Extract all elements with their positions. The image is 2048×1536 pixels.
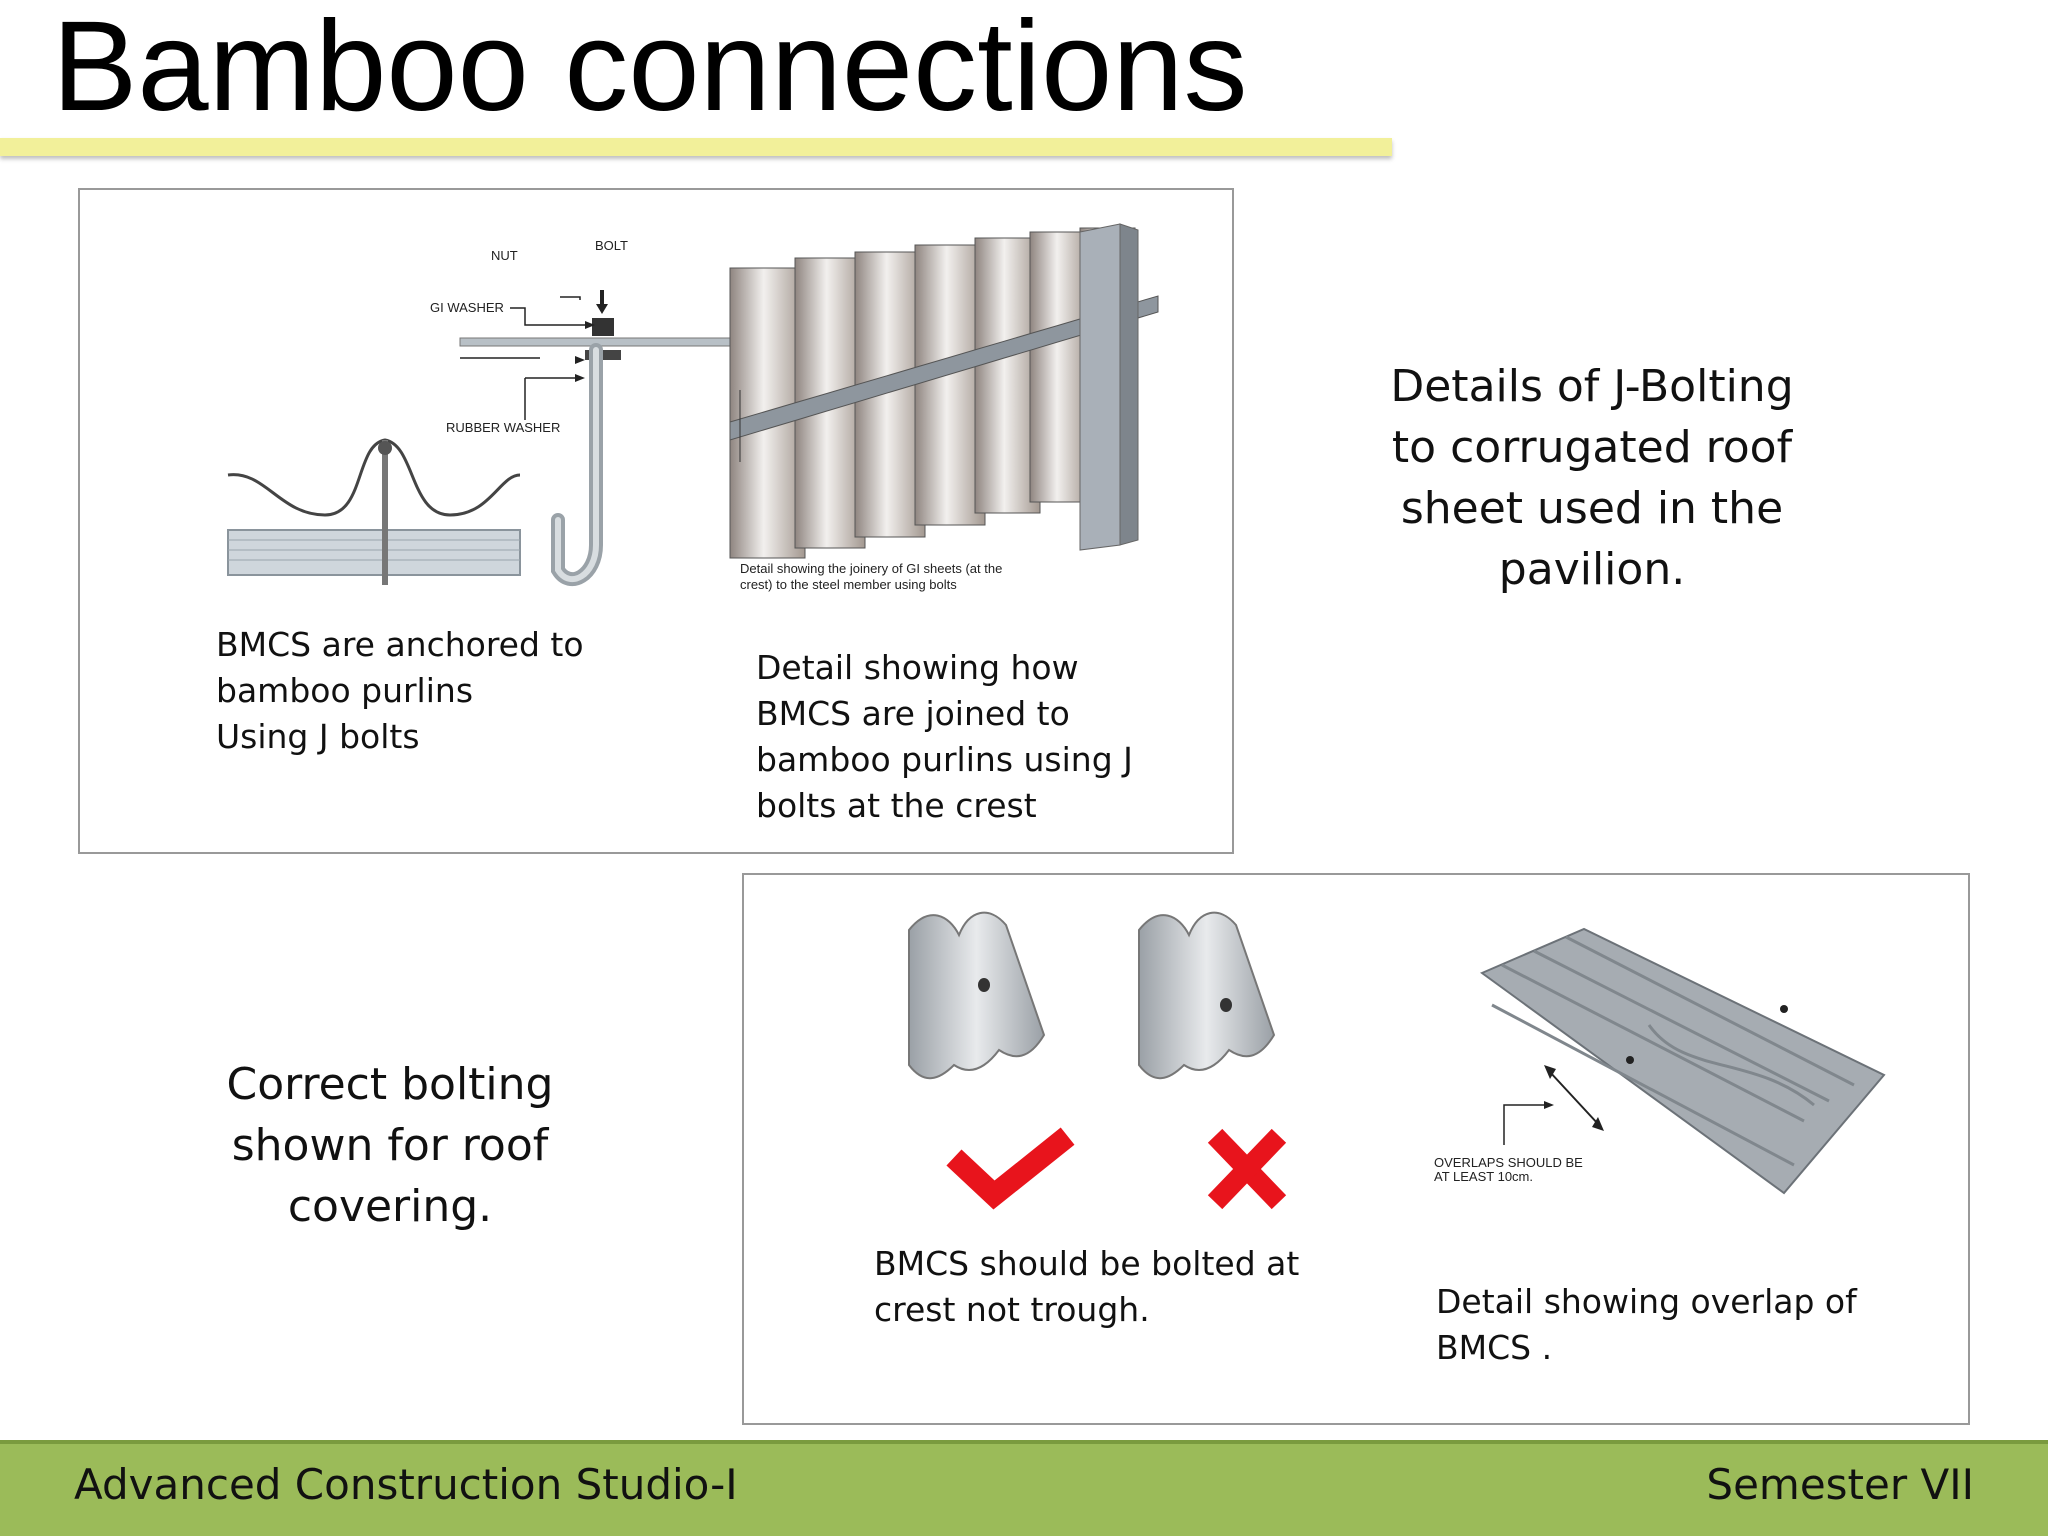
j-bolt-anchor-caption: BMCS are anchored to bamboo purlins Usin… (216, 622, 584, 760)
overlap-sheets-drawing (1479, 927, 1886, 1195)
title-underline (0, 138, 1392, 156)
caption-line: Detail showing overlap of (1436, 1282, 1857, 1321)
overlap-label-2: AT LEAST 10cm. (1434, 1169, 1533, 1184)
sheet-joinery-drawing (729, 223, 1159, 559)
j-bolting-note: Details of J-Bolting to corrugated roof … (1342, 356, 1842, 600)
j-bolt-drawing (459, 290, 771, 587)
note-line: pavilion. (1498, 544, 1686, 595)
note-line: to corrugated roof (1391, 422, 1793, 473)
caption-line: BMCS are anchored to (216, 625, 584, 664)
bolting-position-diagram: OVERLAPS SHOULD BE AT LEAST 10cm. (908, 911, 1886, 1210)
j-bolt-detail-panel: NUT BOLT GI WASHER RUBBER WASHER (78, 188, 1234, 854)
overlap-caption: Detail showing overlap of BMCS . (1436, 1279, 1857, 1371)
overlap-label-1: OVERLAPS SHOULD BE (1434, 1155, 1583, 1170)
caption-line: bamboo purlins using J (756, 740, 1133, 779)
j-bolt-crest-caption: Detail showing how BMCS are joined to ba… (756, 645, 1133, 829)
j-bolt-diagram: NUT BOLT GI WASHER RUBBER WASHER (227, 223, 1159, 592)
incorrect-cross-icon (1207, 1128, 1287, 1210)
rubber-washer-label: RUBBER WASHER (446, 420, 560, 435)
incorrect-bolt-sheet (1138, 911, 1276, 1080)
semester-label: Semester VII (1706, 1460, 1974, 1509)
caption-line: BMCS are joined to (756, 694, 1070, 733)
crest-bolting-caption: BMCS should be bolted at crest not troug… (874, 1241, 1299, 1333)
nut-label: NUT (491, 248, 518, 263)
note-line: sheet used in the (1400, 483, 1784, 534)
sheet-detail-label-2: crest) to the steel member using bolts (740, 577, 957, 592)
corrugated-section-drawing (227, 438, 521, 585)
note-line: Details of J-Bolting (1390, 361, 1794, 412)
caption-line: bamboo purlins (216, 671, 474, 710)
bolt-label: BOLT (595, 238, 628, 253)
note-line: Correct bolting (226, 1059, 554, 1110)
gi-washer-label: GI WASHER (430, 300, 504, 315)
caption-line: BMCS should be bolted at (874, 1244, 1300, 1283)
caption-line: bolts at the crest (756, 786, 1037, 825)
correct-bolt-sheet (908, 911, 1046, 1080)
caption-line: crest not trough. (874, 1290, 1150, 1329)
caption-line: Using J bolts (216, 717, 420, 756)
correct-check-icon (946, 1127, 1075, 1210)
caption-line: Detail showing how (756, 648, 1079, 687)
slide-title: Bamboo connections (52, 0, 1248, 138)
note-line: covering. (287, 1181, 493, 1232)
footer-bar: Advanced Construction Studio-I Semester … (0, 1440, 2048, 1536)
bolting-position-panel: OVERLAPS SHOULD BE AT LEAST 10cm. BMCS s… (742, 873, 1970, 1425)
correct-bolting-note: Correct bolting shown for roof covering. (140, 1054, 640, 1237)
caption-line: BMCS . (1436, 1328, 1553, 1367)
sheet-detail-label-1: Detail showing the joinery of GI sheets … (740, 561, 1002, 576)
course-name: Advanced Construction Studio-I (74, 1460, 738, 1509)
note-line: shown for roof (231, 1120, 549, 1171)
